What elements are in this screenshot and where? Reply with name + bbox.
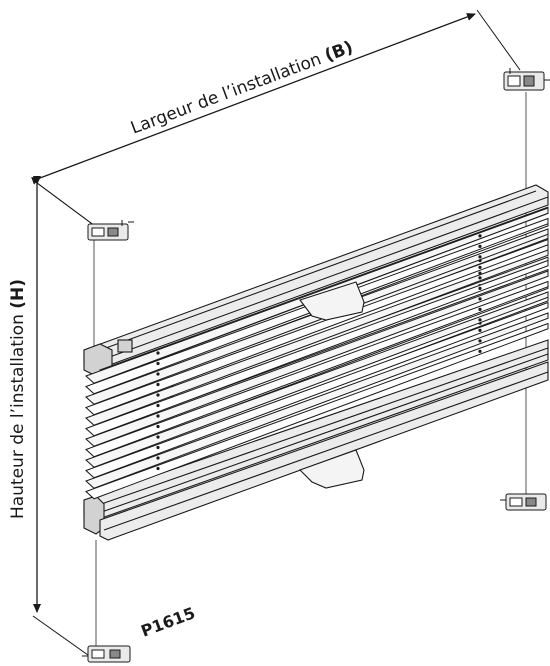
cord-bracket-icon	[82, 68, 550, 663]
cord-hole	[156, 361, 160, 366]
bracket-bottom-left	[82, 645, 131, 663]
pleat	[85, 301, 549, 479]
cord-hole	[478, 234, 482, 238]
cord-hole	[478, 244, 482, 248]
cord-hole	[156, 435, 160, 439]
handle-tab-icon[interactable]	[298, 281, 365, 489]
middle-rail	[83, 339, 549, 535]
cord-hole	[156, 456, 160, 460]
cord-hole	[156, 351, 160, 355]
pleat	[85, 259, 549, 437]
pleat	[85, 322, 549, 500]
cord-hole	[156, 393, 160, 397]
pleat	[85, 280, 549, 458]
cord-hole	[478, 255, 482, 259]
pleat	[85, 249, 549, 426]
cord-hole	[478, 286, 482, 290]
cord-hole	[156, 424, 160, 429]
height-dimension	[32, 176, 96, 661]
bracket-top-right	[503, 68, 550, 91]
cord-hole	[156, 466, 160, 471]
cord-hole	[478, 265, 482, 269]
cord-hole	[156, 414, 160, 418]
pleat	[85, 238, 549, 416]
bracket-top-left	[87, 220, 134, 241]
cord-hole	[478, 297, 482, 301]
pleat	[85, 312, 549, 489]
cord-hole	[156, 372, 160, 376]
pleat	[85, 270, 549, 447]
bracket-bottom-right	[500, 493, 547, 511]
height-label-code: (H)	[8, 278, 28, 309]
cord-hole	[156, 403, 160, 408]
cord-hole	[478, 318, 482, 322]
width-dimension	[31, 9, 521, 227]
cord-hole	[478, 349, 482, 353]
cord-hole	[478, 339, 482, 343]
installation-height-label: Hauteur de l’installation (H)	[8, 279, 28, 519]
cord-hole	[478, 307, 482, 311]
width-arrow	[31, 13, 476, 185]
cord-hole	[478, 271, 482, 275]
cord-hole	[156, 445, 160, 450]
cord-hole	[478, 276, 482, 280]
cord-hole	[156, 382, 160, 387]
pleat	[85, 291, 549, 468]
height-label-text: Hauteur de l’installation	[8, 308, 28, 520]
cord-hole	[478, 328, 482, 332]
